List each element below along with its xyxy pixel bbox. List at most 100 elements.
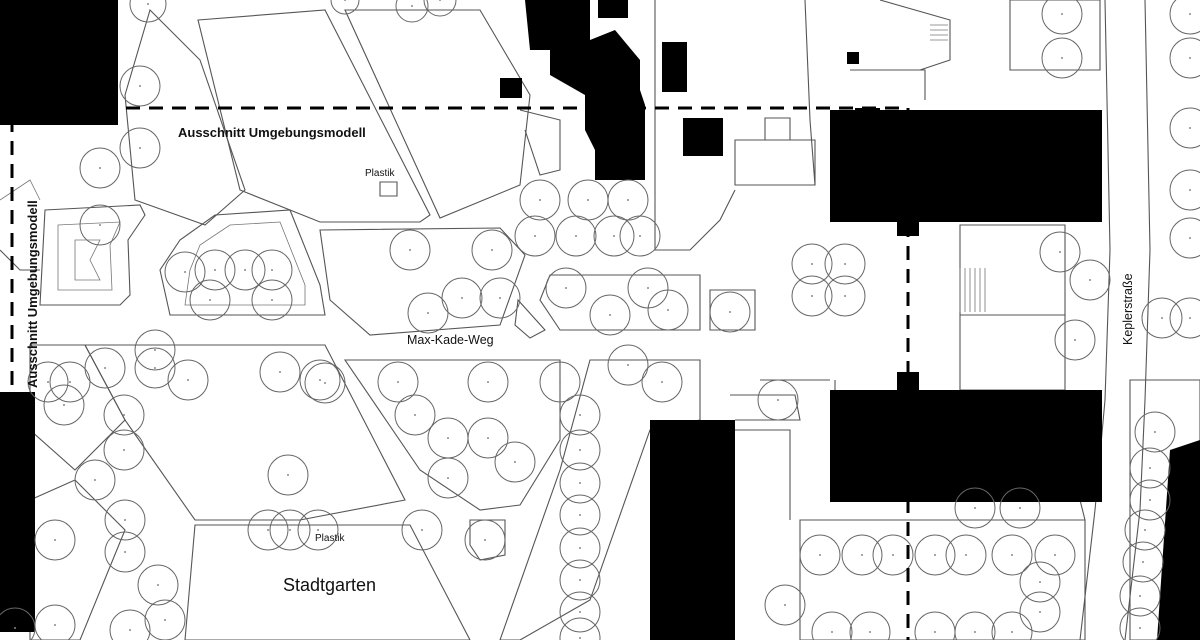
tree-canopy <box>137 564 179 606</box>
tree-canopy <box>1141 297 1183 339</box>
tree-trunk <box>539 199 541 201</box>
tree-canopy <box>1134 411 1176 453</box>
tree-trunk <box>147 3 149 5</box>
cutout-label-horizontal: Ausschnitt Umgebungsmodell <box>178 125 366 140</box>
tree-trunk <box>831 631 833 633</box>
tree-trunk <box>1059 251 1061 253</box>
park-label-stadtgarten: Stadtgarten <box>283 575 376 595</box>
tree-trunk <box>579 482 581 484</box>
tree-canopy <box>914 534 956 576</box>
tree-canopy <box>395 0 429 23</box>
tree-canopy <box>593 215 635 257</box>
tree-canopy <box>841 534 883 576</box>
tree-trunk <box>187 379 189 381</box>
tree-canopy <box>559 617 601 640</box>
tree-trunk <box>214 269 216 271</box>
tree-canopy <box>559 394 601 436</box>
tree-canopy <box>991 534 1033 576</box>
tree-trunk <box>319 379 321 381</box>
tree-canopy <box>1129 479 1171 521</box>
street-label-max-kade-weg: Max-Kade-Weg <box>407 333 494 347</box>
tree-canopy <box>824 275 866 317</box>
tree-trunk <box>559 381 561 383</box>
tree-trunk <box>934 554 936 556</box>
tree-trunk <box>1061 57 1063 59</box>
tree-canopy <box>1169 0 1200 35</box>
tree-trunk <box>579 547 581 549</box>
tree-canopy <box>559 429 601 471</box>
building-small-4 <box>683 118 723 156</box>
tree-canopy <box>304 362 346 404</box>
tree-trunk <box>1054 554 1056 556</box>
building-small-3 <box>662 42 687 92</box>
tree-canopy <box>299 359 341 401</box>
tree-canopy <box>104 531 146 573</box>
plastik-label-upper: Plastik <box>365 168 395 179</box>
tree-canopy <box>259 351 301 393</box>
tree-trunk <box>447 477 449 479</box>
tree-canopy <box>1119 575 1161 617</box>
tree-trunk <box>869 631 871 633</box>
tree-canopy <box>559 591 601 633</box>
tree-canopy <box>811 611 853 640</box>
tree-trunk <box>1011 631 1013 633</box>
tree-trunk <box>129 629 131 631</box>
tree-trunk <box>447 437 449 439</box>
tree-trunk <box>271 269 273 271</box>
tree-trunk <box>139 85 141 87</box>
tree-canopy <box>991 611 1033 640</box>
tree-canopy <box>1119 607 1161 640</box>
tree-canopy <box>791 275 833 317</box>
tree-trunk <box>287 474 289 476</box>
tree-trunk <box>104 367 106 369</box>
tree-trunk <box>94 479 96 481</box>
tree-trunk <box>844 263 846 265</box>
tree-trunk <box>575 235 577 237</box>
tree-canopy <box>559 559 601 601</box>
tree-trunk <box>317 529 319 531</box>
tree-trunk <box>579 637 581 639</box>
tree-trunk <box>279 371 281 373</box>
street-label-keplerstrasse: Keplerstraße <box>1121 273 1135 345</box>
tree-trunk <box>487 381 489 383</box>
tree-canopy <box>144 599 186 640</box>
tree-canopy <box>251 279 293 321</box>
tree-trunk <box>965 554 967 556</box>
tree-trunk <box>819 554 821 556</box>
tree-trunk <box>565 287 567 289</box>
tree-canopy <box>589 294 631 336</box>
tree-canopy <box>84 347 126 389</box>
tree-canopy <box>1169 217 1200 259</box>
tree-trunk <box>1039 581 1041 583</box>
tree-trunk <box>579 414 581 416</box>
tree-trunk <box>63 404 65 406</box>
tree-canopy <box>799 534 841 576</box>
tree-trunk <box>579 611 581 613</box>
tree-canopy <box>297 509 339 551</box>
tree-canopy <box>194 249 236 291</box>
tree-trunk <box>1161 317 1163 319</box>
tree-trunk <box>244 269 246 271</box>
tree-trunk <box>397 381 399 383</box>
tree-trunk <box>1011 554 1013 556</box>
tree-trunk <box>777 399 779 401</box>
tree-canopy <box>1129 447 1171 489</box>
building-small-5 <box>847 52 859 64</box>
tree-canopy <box>79 204 121 246</box>
tree-canopy <box>167 359 209 401</box>
tree-canopy <box>1034 534 1076 576</box>
tree-trunk <box>439 0 441 1</box>
tree-trunk <box>54 624 56 626</box>
building-small-1 <box>500 78 522 98</box>
tree-canopy <box>119 65 161 107</box>
tree-canopy <box>1039 231 1081 273</box>
tree-trunk <box>1139 627 1141 629</box>
tree-canopy <box>519 179 561 221</box>
tree-canopy <box>389 229 431 271</box>
tree-trunk <box>184 271 186 273</box>
tree-canopy <box>872 534 914 576</box>
tree-trunk <box>124 551 126 553</box>
tree-canopy <box>494 441 536 483</box>
tree-canopy <box>824 243 866 285</box>
